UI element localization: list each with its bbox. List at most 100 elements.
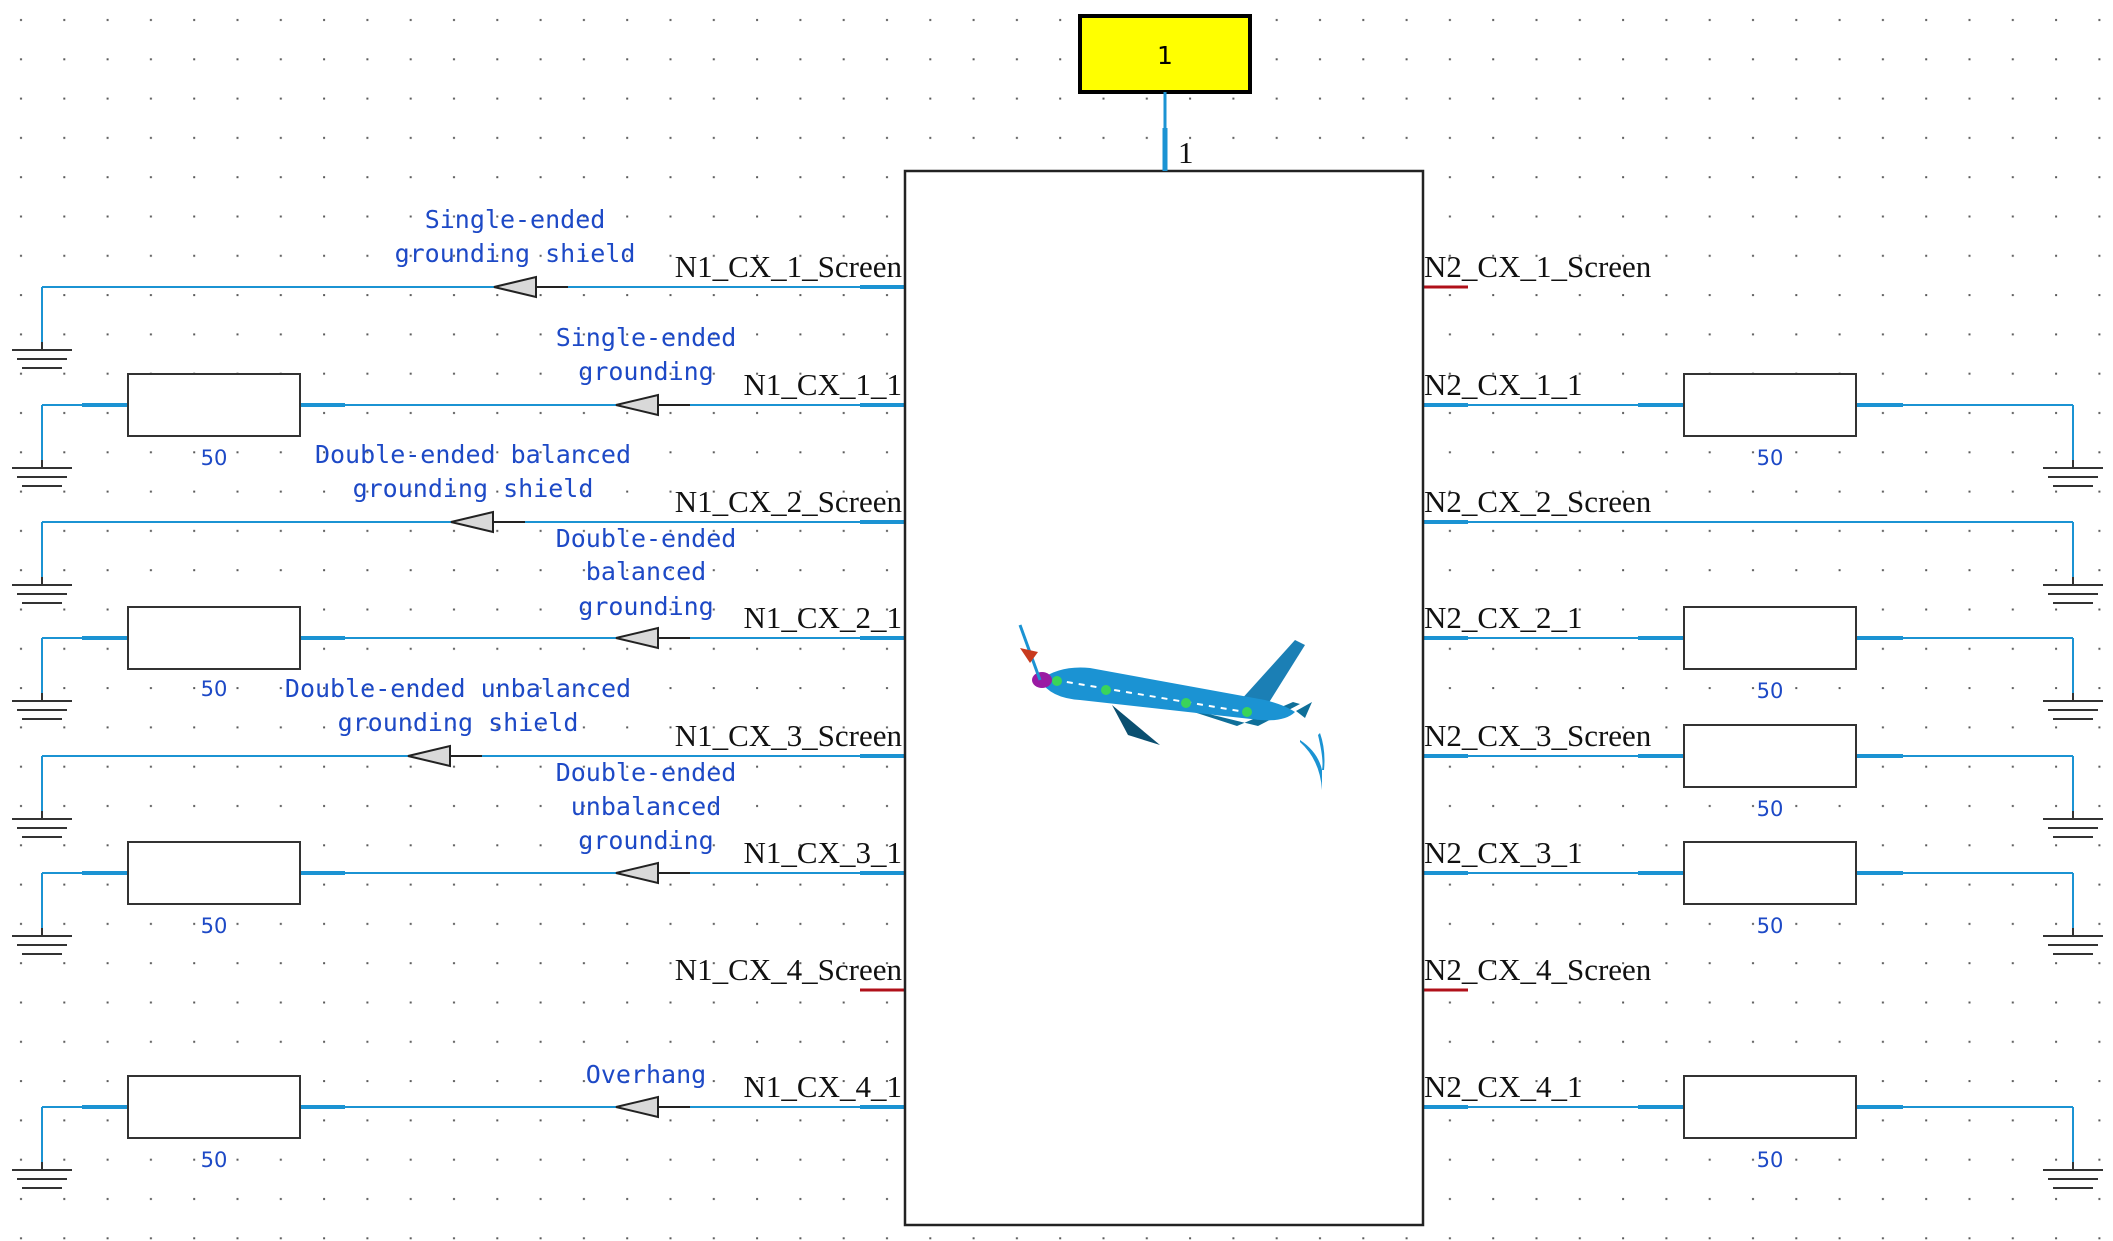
left-pin-label: N1_CX_4_Screen (675, 952, 903, 987)
arrow-head (407, 744, 451, 768)
right-resistor-5[interactable]: 50 (1683, 1075, 1857, 1172)
left-channel-4: 50 N1_CX_2_1 (12, 600, 905, 720)
resistor-body[interactable] (1683, 606, 1857, 670)
arrow-head (615, 1095, 659, 1119)
resistor-body[interactable] (127, 606, 301, 670)
annotation-line: Double-ended balanced (315, 440, 631, 469)
top-connector-tag[interactable]: 1 (1078, 14, 1252, 94)
left-pin-label: N1_CX_3_Screen (675, 718, 903, 753)
resistor-body[interactable] (1683, 724, 1857, 788)
annotation-line: grounding shield (395, 239, 636, 268)
left-ground-3 (12, 577, 72, 604)
right-ground-8 (2043, 1162, 2103, 1189)
left-ground-4 (12, 693, 72, 720)
right-channel-4: 50 N2_CX_2_1 (1423, 600, 2103, 720)
right-channel-2: 50 N2_CX_1_1 (1423, 367, 2103, 487)
left-direction-arrow (615, 1095, 690, 1119)
annotation-3: Double-ended balanced grounding shield (315, 440, 631, 503)
annotation-line: grounding shield (353, 474, 594, 503)
right-channel-6: 50 N2_CX_3_1 (1423, 835, 2103, 955)
arrow-head (450, 510, 494, 534)
left-resistor-value: 50 (201, 914, 228, 938)
arrow-head (615, 861, 659, 885)
annotation-line: grounding shield (338, 708, 579, 737)
left-pin-label: N1_CX_2_1 (744, 600, 902, 635)
right-pin-label: N2_CX_1_1 (1424, 367, 1582, 402)
annotation-line: Double-ended (556, 758, 737, 787)
annotation-line: Double-ended unbalanced (285, 674, 631, 703)
wires-layer: N1_CX_1_Screen50N1_CX_1_1N1_CX_2_Screen5… (12, 205, 2103, 1189)
annotation-line: grounding (578, 357, 713, 386)
right-resistor-value: 50 (1757, 679, 1784, 703)
top-pin-label: 1 (1178, 135, 1194, 170)
annotation-6: Double-ended unbalanced grounding (556, 758, 737, 855)
resistor-body[interactable] (127, 1075, 301, 1139)
left-direction-arrow (615, 861, 690, 885)
annotation-line: unbalanced (571, 792, 722, 821)
left-pin-label: N1_CX_2_Screen (675, 484, 903, 519)
left-ground-1 (12, 342, 72, 369)
right-resistor-2[interactable]: 50 (1683, 606, 1857, 703)
right-resistor-4[interactable]: 50 (1683, 841, 1857, 938)
resistor-body[interactable] (1683, 1075, 1857, 1139)
left-channel-5: N1_CX_3_Screen (12, 718, 905, 838)
right-resistor-1[interactable]: 50 (1683, 373, 1857, 470)
resistor-body[interactable] (127, 373, 301, 437)
right-ground-3 (2043, 577, 2103, 604)
left-direction-arrow (407, 744, 482, 768)
resistor-body[interactable] (127, 841, 301, 905)
annotation-8: Overhang (586, 1060, 706, 1089)
left-channel-8: 50 N1_CX_4_1 (12, 1069, 905, 1189)
left-pin-label: N1_CX_3_1 (744, 835, 902, 870)
annotation-line: Overhang (586, 1060, 706, 1089)
left-ground-6 (12, 928, 72, 955)
right-ground-6 (2043, 928, 2103, 955)
left-resistor-1[interactable]: 50 (127, 373, 301, 470)
right-pin-label: N2_CX_2_Screen (1424, 484, 1652, 519)
left-direction-arrow (493, 275, 568, 299)
left-resistor-value: 50 (201, 446, 228, 470)
right-resistor-value: 50 (1757, 914, 1784, 938)
right-pin-label: N2_CX_4_1 (1424, 1069, 1582, 1104)
left-channel-1: N1_CX_1_Screen (12, 249, 905, 369)
annotation-5: Double-ended unbalanced grounding shield (285, 674, 631, 737)
left-resistor-value: 50 (201, 1148, 228, 1172)
resistor-body[interactable] (1683, 841, 1857, 905)
left-direction-arrow (450, 510, 525, 534)
arrow-head (493, 275, 537, 299)
annotation-line: Double-ended (556, 524, 737, 553)
right-resistor-value: 50 (1757, 1148, 1784, 1172)
right-ground-4 (2043, 693, 2103, 720)
left-resistor-3[interactable]: 50 (127, 841, 301, 938)
resistor-body[interactable] (1683, 373, 1857, 437)
left-resistor-2[interactable]: 50 (127, 606, 301, 701)
right-channel-8: 50 N2_CX_4_1 (1423, 1069, 2103, 1189)
right-resistor-3[interactable]: 50 (1683, 724, 1857, 821)
right-ground-2 (2043, 460, 2103, 487)
right-channel-3: N2_CX_2_Screen (1423, 484, 2103, 604)
annotation-2: Single-ended grounding (556, 323, 737, 386)
arrow-head (615, 626, 659, 650)
annotation-1: Single-ended grounding shield (395, 205, 636, 268)
annotation-line: Single-ended (425, 205, 606, 234)
left-channel-7: N1_CX_4_Screen (675, 952, 905, 992)
left-pin-label: N1_CX_1_Screen (675, 249, 903, 284)
arrow-head (615, 393, 659, 417)
right-pin-label: N2_CX_2_1 (1424, 600, 1582, 635)
annotation-line: grounding (578, 826, 713, 855)
top-tag-label: 1 (1157, 41, 1173, 70)
left-channel-2: 50 N1_CX_1_1 (12, 367, 905, 487)
right-pin-label: N2_CX_3_1 (1424, 835, 1582, 870)
airplane-icon (1018, 624, 1325, 790)
right-pin-label: N2_CX_4_Screen (1424, 952, 1652, 987)
left-channel-6: 50 N1_CX_3_1 (12, 835, 905, 955)
annotation-line: Single-ended (556, 323, 737, 352)
left-resistor-4[interactable]: 50 (127, 1075, 301, 1172)
left-resistor-value: 50 (201, 677, 228, 701)
right-channel-7: N2_CX_4_Screen (1423, 952, 1652, 992)
left-pin-label: N1_CX_1_1 (744, 367, 902, 402)
left-pin-label: N1_CX_4_1 (744, 1069, 902, 1104)
annotation-line: grounding (578, 592, 713, 621)
